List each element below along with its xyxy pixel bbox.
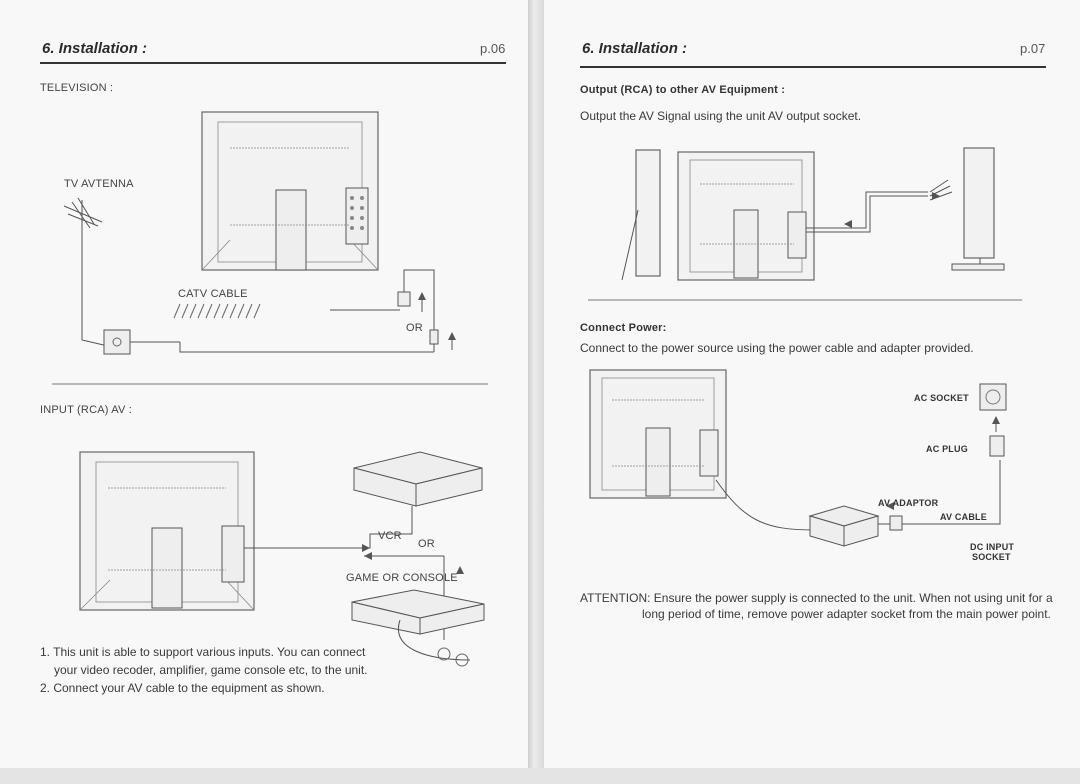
output-heading: Output (RCA) to other AV Equipment : — [580, 84, 786, 96]
television-heading: TELEVISION : — [40, 82, 114, 94]
game-console-label: GAME OR CONSOLE — [346, 572, 458, 584]
arrow-up-icon — [418, 292, 426, 300]
input-heading: INPUT (RCA) AV : — [40, 404, 133, 416]
vcr-label: VCR — [378, 530, 402, 542]
tv-stand — [275, 189, 307, 271]
power-text: Connect to the power source using the po… — [580, 341, 974, 355]
av-adaptor-label: AV ADAPTOR — [878, 498, 939, 508]
tv-antenna-label: TV AVTENNA — [64, 178, 134, 190]
game-console-device — [351, 589, 485, 635]
catv-cable-label: CATV CABLE — [178, 288, 248, 300]
page-gutter — [528, 0, 544, 784]
ac-socket-label: AC SOCKET — [914, 393, 969, 403]
monitor-stand — [951, 263, 1005, 271]
note-1: 1. This unit is able to support various … — [40, 645, 366, 659]
arrow-left-icon — [362, 544, 370, 552]
note-1-cont: your video recoder, amplifier, game cons… — [54, 663, 368, 677]
page-number: p.07 — [1020, 41, 1046, 56]
section-title: 6. Installation : — [42, 40, 148, 57]
or-label: OR — [406, 322, 423, 334]
dc-input-label-line-2: SOCKET — [972, 552, 1011, 562]
attention-line-2: long period of time, remove power adapte… — [642, 607, 1051, 621]
page-number: p.06 — [480, 41, 506, 56]
arrow-left-icon — [364, 552, 372, 560]
right-page: 6. Installation : p.07 Output (RCA) to o… — [544, 0, 1080, 784]
dc-input-label-line-1: DC INPUT — [970, 542, 1015, 552]
section-title: 6. Installation : — [582, 40, 688, 57]
ac-plug-icon — [989, 435, 1005, 457]
tv-side-view — [635, 149, 661, 277]
ac-socket-icon — [979, 383, 1007, 411]
bottom-strip — [0, 768, 1080, 784]
antenna-icon — [63, 197, 103, 320]
catv-plug — [397, 291, 411, 307]
note-2: 2. Connect your AV cable to the equipmen… — [40, 681, 325, 695]
arrow-left-icon — [844, 220, 852, 228]
arrow-up-icon — [456, 566, 464, 574]
left-page: 6. Installation : p.06 TELEVISION : — [0, 0, 528, 784]
wall-socket — [103, 329, 131, 355]
av-cable-label: AV CABLE — [940, 512, 987, 522]
ac-plug-label: AC PLUG — [926, 444, 968, 454]
arrow-up-icon — [992, 416, 1000, 424]
attention-line-1: ATTENTION: Ensure the power supply is co… — [580, 591, 1053, 605]
tv-input-panel — [345, 187, 369, 245]
av-adaptor — [808, 505, 880, 547]
vcr-device — [353, 451, 483, 507]
television-diagram — [52, 111, 488, 667]
arrow-left-icon — [886, 502, 894, 510]
tv-input-panel-2 — [221, 525, 245, 583]
output-text: Output the AV Signal using the unit AV o… — [580, 109, 862, 123]
title-rule — [580, 66, 1046, 68]
external-monitor — [963, 147, 995, 259]
arrow-up-icon — [448, 332, 456, 340]
dc-plug — [889, 515, 903, 531]
output-and-power-diagram — [588, 147, 1022, 547]
title-rule — [40, 62, 506, 64]
tv-stand-2 — [151, 527, 183, 609]
power-heading: Connect Power: — [580, 322, 667, 334]
or-label-2: OR — [418, 538, 435, 550]
